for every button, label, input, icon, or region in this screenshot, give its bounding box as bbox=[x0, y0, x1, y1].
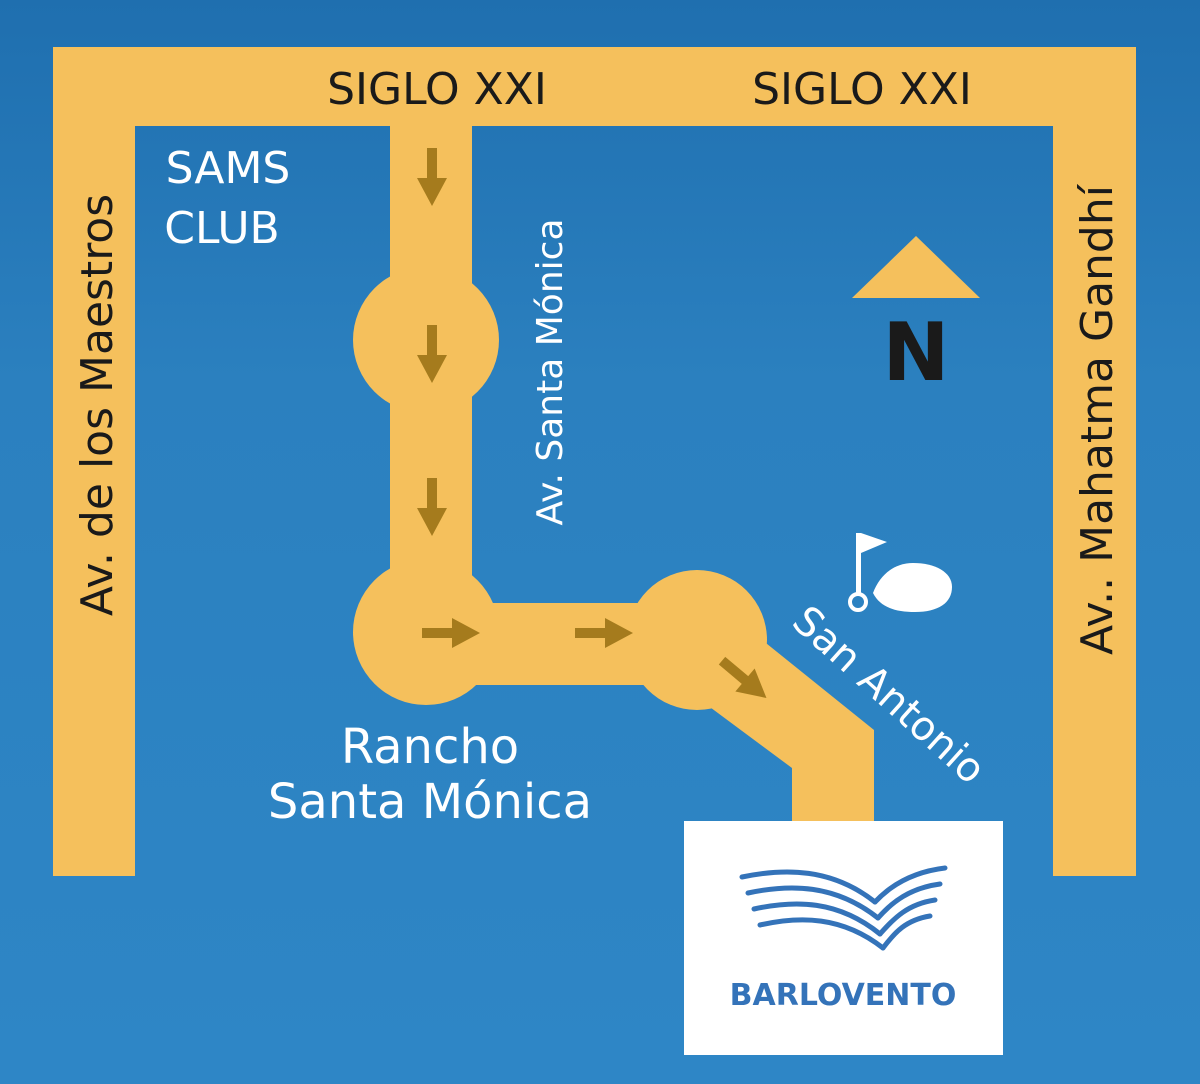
barlovento-logo-icon bbox=[739, 865, 948, 951]
golf-flag-icon bbox=[848, 533, 952, 612]
road-siglo-xxi bbox=[53, 47, 1136, 126]
route-arrow-icon bbox=[575, 618, 633, 648]
label-road-top-left: SIGLO XXI bbox=[327, 64, 547, 115]
destination-brand: BARLOVENTO bbox=[730, 978, 957, 1013]
label-road-top-right: SIGLO XXI bbox=[752, 64, 972, 115]
roundabout-upper bbox=[353, 267, 499, 413]
route-arrow-icon bbox=[422, 618, 480, 648]
route-arrow-icon bbox=[417, 148, 447, 206]
route-arrows bbox=[417, 148, 767, 698]
destination-badge[interactable]: BARLOVENTO bbox=[684, 821, 1003, 1055]
label-neighborhood-line2: Santa Mónica bbox=[268, 774, 592, 830]
label-store-line2: CLUB bbox=[164, 203, 279, 254]
road-san-antonio bbox=[660, 590, 874, 822]
compass-letter: N bbox=[883, 306, 950, 399]
label-neighborhood-line1: Rancho bbox=[341, 719, 519, 775]
destination-card bbox=[684, 821, 1003, 1055]
route-arrow-icon bbox=[417, 325, 447, 383]
road-av-mahatma-gandhi bbox=[1053, 47, 1136, 876]
route-arrow-icon bbox=[718, 656, 767, 698]
route-arrow-icon bbox=[417, 478, 447, 536]
label-store-line1: SAMS bbox=[166, 143, 291, 194]
label-road-left: Av. de los Maestros bbox=[72, 194, 123, 616]
road-av-de-los-maestros bbox=[53, 47, 135, 876]
label-road-right: Av.. Mahatma Gandhí bbox=[1072, 183, 1123, 655]
compass: N bbox=[852, 236, 980, 399]
label-road-middle: Av. Santa Mónica bbox=[530, 218, 571, 525]
north-arrow-icon bbox=[852, 236, 980, 298]
